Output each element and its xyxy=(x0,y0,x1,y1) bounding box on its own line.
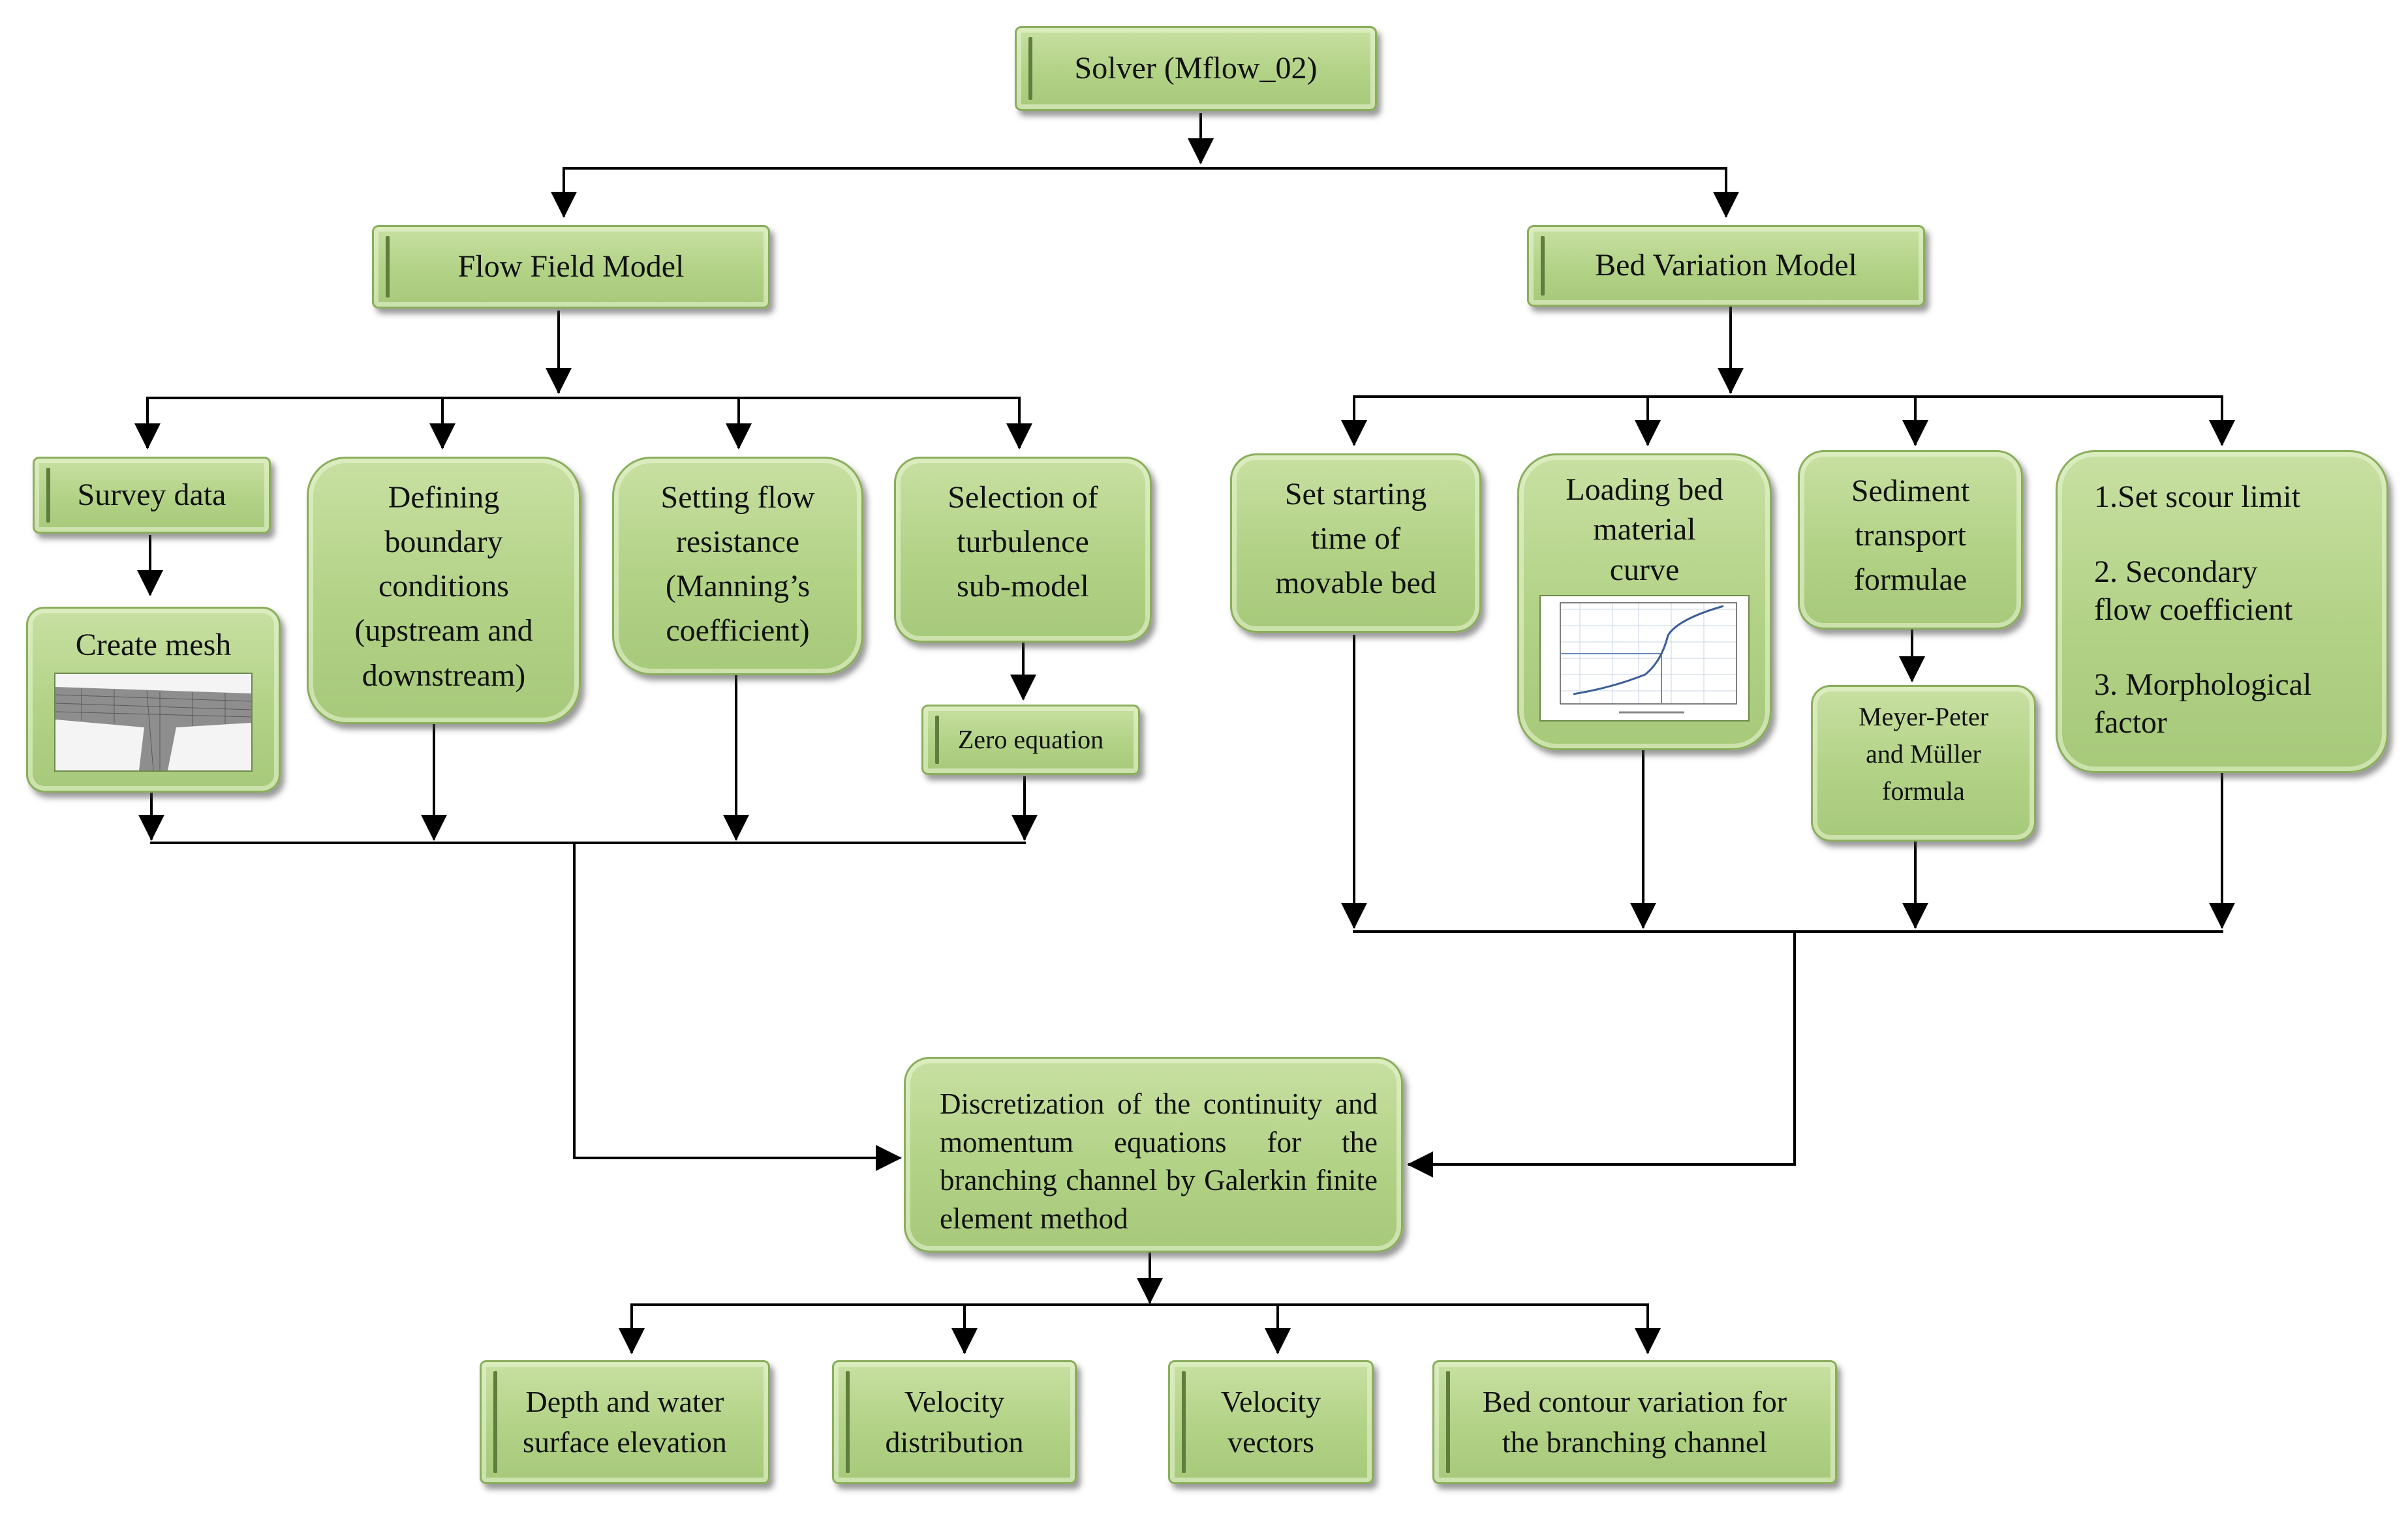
output-velocity-distribution-box: Velocity distribution xyxy=(832,1360,1077,1484)
mesh-image xyxy=(54,673,253,772)
create-mesh-box: Create mesh xyxy=(26,607,281,793)
output-bed-contour-label: Bed contour variation for the branching … xyxy=(1482,1384,1787,1459)
discretization-box: Discretization of the continuity and mom… xyxy=(904,1057,1403,1253)
grain-size-curve-image xyxy=(1539,595,1750,722)
output-depth-label: Depth and water surface elevation xyxy=(523,1384,727,1459)
scour-settings-box: 1.Set scour limit 2. Secondary flow coef… xyxy=(2056,450,2388,773)
bed-material-curve-label: Loading bed material curve xyxy=(1566,472,1723,587)
flow-resistance-label: Setting flow resistance (Manning’s coeff… xyxy=(660,480,815,648)
create-mesh-label: Create mesh xyxy=(75,628,232,662)
output-velocity-vectors-label: Velocity vectors xyxy=(1220,1384,1321,1459)
output-bed-contour-box: Bed contour variation for the branching … xyxy=(1432,1360,1837,1484)
arrow-bed-to-discretization xyxy=(1407,930,1796,1178)
output-depth-box: Depth and water surface elevation xyxy=(480,1360,770,1484)
zero-equation-label: Zero equation xyxy=(957,724,1104,754)
discretization-label: Discretization of the continuity and mom… xyxy=(940,1087,1378,1235)
sediment-formulae-label: Sediment transport formulae xyxy=(1851,474,1970,598)
boundary-conditions-box: Defining boundary conditions (upstream a… xyxy=(307,457,581,724)
bed-model-title: Bed Variation Model xyxy=(1595,248,1857,283)
scour-settings-label: 1.Set scour limit 2. Secondary flow coef… xyxy=(2094,479,2312,740)
turbulence-model-label: Selection of turbulence sub-model xyxy=(948,480,1098,604)
sediment-formulae-box: Sediment transport formulae xyxy=(1798,450,2023,630)
solver-box: Solver (Mflow_02) xyxy=(1015,26,1377,111)
meyer-peter-label: Meyer-Peter and Müller formula xyxy=(1858,702,1989,806)
boundary-conditions-label: Defining boundary conditions (upstream a… xyxy=(354,480,533,693)
zero-equation-box: Zero equation xyxy=(921,705,1140,775)
survey-data-box: Survey data xyxy=(33,457,271,534)
output-velocity-distribution-label: Velocity distribution xyxy=(885,1384,1024,1459)
arrow-flow-to-discretization xyxy=(573,842,902,1171)
starting-time-label: Set starting time of movable bed xyxy=(1275,477,1436,601)
meyer-peter-box: Meyer-Peter and Müller formula xyxy=(1811,685,2036,842)
flow-resistance-box: Setting flow resistance (Manning’s coeff… xyxy=(612,457,863,675)
turbulence-model-box: Selection of turbulence sub-model xyxy=(894,457,1152,643)
flow-field-model-box: Flow Field Model xyxy=(372,225,770,309)
bed-material-curve-box: Loading bed material curve xyxy=(1517,453,1772,750)
output-velocity-vectors-box: Velocity vectors xyxy=(1168,1360,1374,1484)
survey-data-label: Survey data xyxy=(77,477,226,512)
bed-variation-model-box: Bed Variation Model xyxy=(1527,225,1925,307)
starting-time-box: Set starting time of movable bed xyxy=(1230,453,1481,633)
flow-model-title: Flow Field Model xyxy=(457,249,685,284)
solver-label: Solver (Mflow_02) xyxy=(1074,50,1318,85)
